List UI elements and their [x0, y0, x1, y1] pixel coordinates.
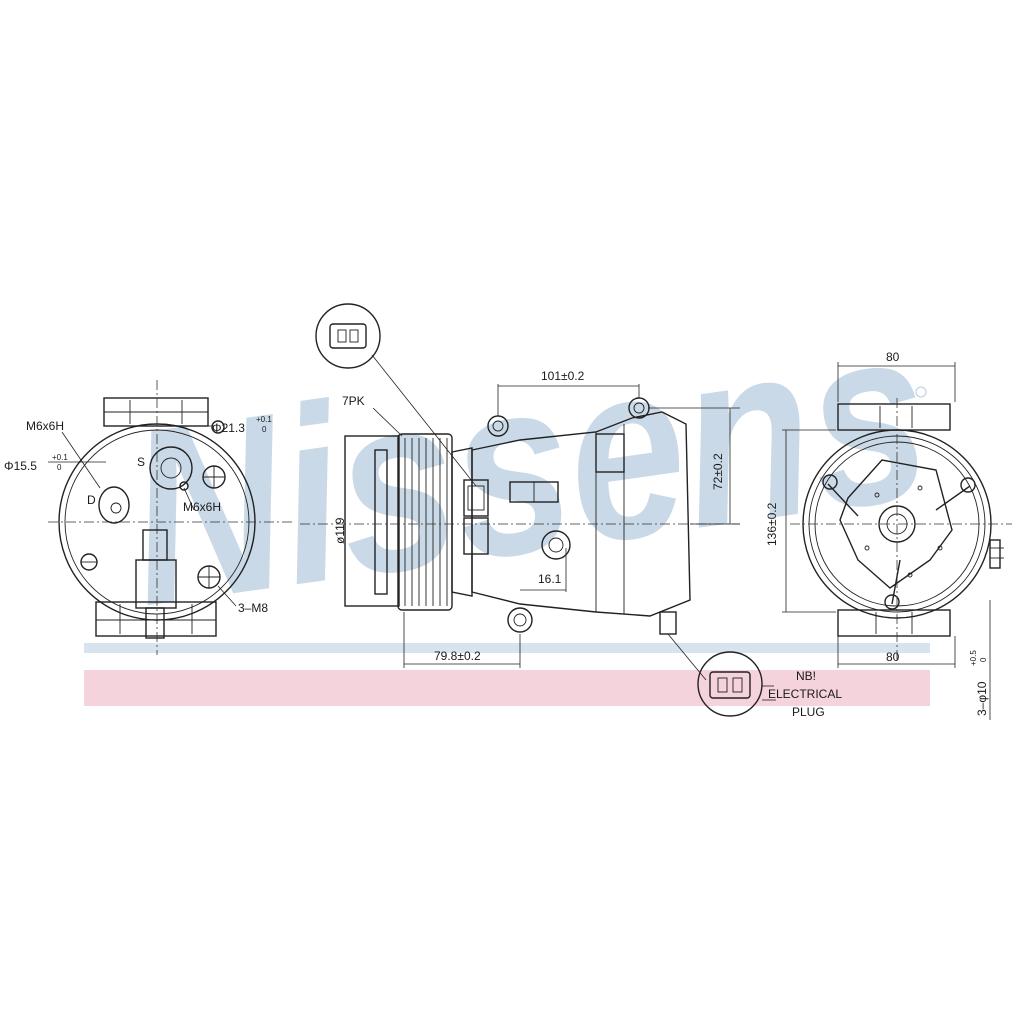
suction-port-label: S: [137, 455, 145, 469]
diameter-21-3-tol-lower: 0: [262, 425, 267, 434]
holes-3-phi10-label: 3–φ10: [975, 681, 989, 716]
thread-m6x6h-label-top: M6x6H: [26, 419, 64, 433]
dim-80-top-label: 80: [886, 350, 900, 364]
discharge-port-label: D: [87, 493, 96, 507]
dim-79-8-label: 79.8±0.2: [434, 649, 481, 663]
registered-mark-icon: [915, 386, 927, 398]
thread-3-m8-label: 3–M8: [238, 601, 268, 615]
blue-background-band: [84, 643, 930, 653]
diameter-15-5-label: Φ15.5: [4, 459, 37, 473]
plug-note-line1: NB!: [796, 669, 816, 683]
plug-note-line3: PLUG: [792, 705, 825, 719]
front-view: 80 136±0.2 80 3–φ10 +0.5 0: [765, 350, 1012, 720]
dim-72-label: 72±0.2: [711, 453, 725, 490]
pink-background-band: [84, 670, 930, 706]
rear-view: M6x6H Φ21.3 +0.1 0 Φ15.5 +0.1 0 S D M6x6…: [4, 380, 292, 655]
diameter-15-5-tol-upper: +0.1: [52, 453, 68, 462]
belt-profile-label: 7PK: [342, 394, 365, 408]
holes-tol-lower: 0: [979, 657, 988, 662]
diameter-21-3-tol-upper: +0.1: [256, 415, 272, 424]
electrical-plug-detail: NB! ELECTRICAL PLUG: [667, 633, 842, 719]
diameter-15-5-tol-lower: 0: [57, 463, 62, 472]
thread-m6x6h-label-bottom: M6x6H: [183, 500, 221, 514]
dim-136-label: 136±0.2: [765, 502, 779, 546]
plug-note-line2: ELECTRICAL: [768, 687, 842, 701]
dim-101-label: 101±0.2: [541, 369, 585, 383]
pulley-diameter-label: ø119: [333, 517, 347, 544]
diameter-21-3-label: Φ21.3: [212, 421, 245, 435]
dim-80-bottom-label: 80: [886, 650, 900, 664]
holes-tol-upper: +0.5: [969, 650, 978, 666]
side-view: 101±0.2 72±0.2 16.1 79.8±0.2 ø119 7PK: [300, 303, 740, 668]
dim-16-1-label: 16.1: [538, 572, 562, 586]
